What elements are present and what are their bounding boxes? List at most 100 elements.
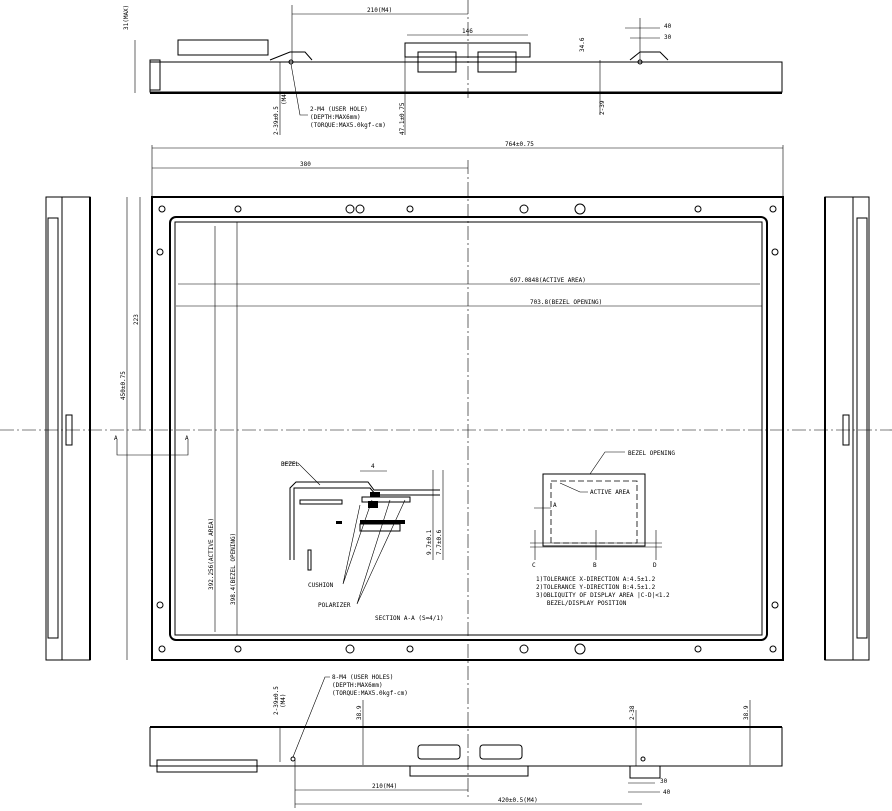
screw-icon	[769, 205, 777, 213]
screw-icon	[694, 645, 702, 653]
bottom-board	[409, 765, 529, 777]
hole-height-sub-label: (M4)	[281, 91, 288, 105]
screw-icon	[574, 203, 586, 215]
side-outline	[824, 196, 870, 661]
dim-30-label: 30	[664, 34, 672, 41]
glass-top	[361, 496, 411, 503]
cushion-label: CUSHION	[308, 582, 334, 589]
screw-icon	[519, 204, 529, 214]
glass-bottom	[360, 520, 405, 524]
bezel-height-label: 398.4(BEZEL OPENING)	[230, 533, 237, 605]
module-outline	[151, 196, 784, 661]
small-part	[307, 549, 312, 571]
leader-line	[292, 676, 330, 758]
hole-height-label: 2-39±0.5	[273, 686, 280, 715]
half-height-label: 223	[133, 314, 140, 325]
cushion-block	[370, 492, 380, 497]
screw-icon	[345, 644, 355, 654]
section-title: SECTION A-A (S=4/1)	[375, 615, 444, 622]
top-board	[404, 42, 531, 58]
leader-line	[589, 451, 625, 475]
small-part	[336, 521, 342, 524]
dim-30-label: 30	[660, 778, 668, 785]
frame-part	[299, 499, 343, 505]
right-side-view	[824, 196, 870, 661]
section-mark-right: A	[185, 435, 189, 442]
user-hole-icon	[290, 756, 296, 762]
active-height-label: 392.256(ACTIVE AREA)	[208, 518, 215, 590]
side-outline	[45, 196, 91, 661]
top-connector	[177, 39, 269, 56]
polarizer-label: POLARIZER	[318, 602, 351, 609]
screw-icon	[345, 204, 355, 214]
screw-icon	[519, 644, 529, 654]
dim-38-9-label: 38.9	[356, 705, 363, 720]
leader-line	[356, 499, 406, 605]
top-end-block	[149, 59, 161, 91]
screw-icon	[771, 248, 779, 256]
note-2: 2)TOLERANCE Y-DIRECTION B:4.5±1.2	[536, 584, 656, 591]
side-bracket	[842, 414, 850, 446]
hole-note-2: (DEPTH:MAX6mm)	[310, 114, 361, 121]
dim-9-7-label: 9.7±0.1	[426, 529, 433, 555]
bezel-opening	[174, 221, 763, 636]
tolerance-diagram: BEZEL OPENING ACTIVE AREA A C B D 1)TOLE…	[530, 450, 675, 607]
label-b: B	[593, 562, 597, 569]
screw-icon	[234, 205, 242, 213]
bezel-profile-inner	[293, 487, 440, 560]
user-hole-icon	[640, 756, 646, 762]
width-label: 764±0.75	[505, 141, 534, 148]
dim-40-label: 40	[664, 23, 672, 30]
top-component-left	[417, 51, 457, 73]
active-width-label: 697.0848(ACTIVE AREA)	[510, 277, 586, 284]
active-area-label: ACTIVE AREA	[590, 489, 630, 496]
backlight-layer	[359, 523, 401, 532]
hole-icon	[406, 645, 414, 653]
board-width-label: 146	[462, 28, 473, 35]
hole-note-2: (DEPTH:MAX6mm)	[332, 682, 383, 689]
bottom-component-right	[479, 744, 523, 760]
dim-38-9b-label: 38.9	[743, 705, 750, 720]
section-a-a: BEZEL 4 CUSHION POLARIZER 9.7±0.1 7.7±0.…	[281, 461, 444, 622]
hole-note-1: 8-M4 (USER HOLES)	[332, 674, 393, 681]
hole-note-1: 2-M4 (USER HOLE)	[310, 106, 368, 113]
screw-icon	[156, 601, 164, 609]
dim-34-6-label: 34.6	[579, 37, 586, 52]
hole-note-3: (TORQUE:MAX5.0kgf-cm)	[332, 690, 408, 697]
hole-height-sub-label: (M4)	[280, 694, 287, 708]
bottom-connector	[156, 759, 258, 773]
hole-span-label: 420±0.5(M4)	[498, 797, 538, 804]
section-mark-left: A	[114, 435, 118, 442]
dim-2-38-label: 2-38	[629, 705, 636, 720]
dim-7-7-label: 7.7±0.6	[436, 529, 443, 555]
hole-pitch-label: 210(M4)	[367, 7, 392, 14]
label-c: C	[532, 562, 536, 569]
top-component-right	[477, 51, 517, 73]
hole-pitch-label: 210(M4)	[372, 783, 397, 790]
bottom-view: 8-M4 (USER HOLES) (DEPTH:MAX6mm) (TORQUE…	[149, 674, 783, 808]
user-hole-icon	[288, 59, 294, 65]
label-d: D	[653, 562, 657, 569]
max-height-label: 31(MAX)	[123, 5, 130, 30]
screw-icon	[694, 205, 702, 213]
depth-label: 47.1±0.75	[399, 102, 406, 135]
polarizer-block	[368, 501, 378, 508]
left-side-view	[45, 196, 91, 661]
bottom-component-left	[417, 744, 461, 760]
screw-icon	[771, 601, 779, 609]
bezel-opening-label: BEZEL OPENING	[628, 450, 675, 457]
side-panel	[856, 217, 868, 639]
bezel-profile	[289, 481, 440, 560]
bezel-label: BEZEL	[281, 461, 299, 468]
hole-height-label: 2-39±0.5	[273, 106, 280, 135]
leader-line	[559, 482, 588, 493]
bottom-notch	[629, 765, 661, 779]
dim-4-label: 4	[371, 463, 375, 470]
top-hole-boss	[629, 51, 669, 61]
screw-icon	[158, 205, 166, 213]
hole-icon	[406, 205, 414, 213]
mounting-screws	[156, 203, 779, 655]
section-cut-line	[116, 440, 189, 456]
bezel-opening-box	[542, 473, 646, 547]
